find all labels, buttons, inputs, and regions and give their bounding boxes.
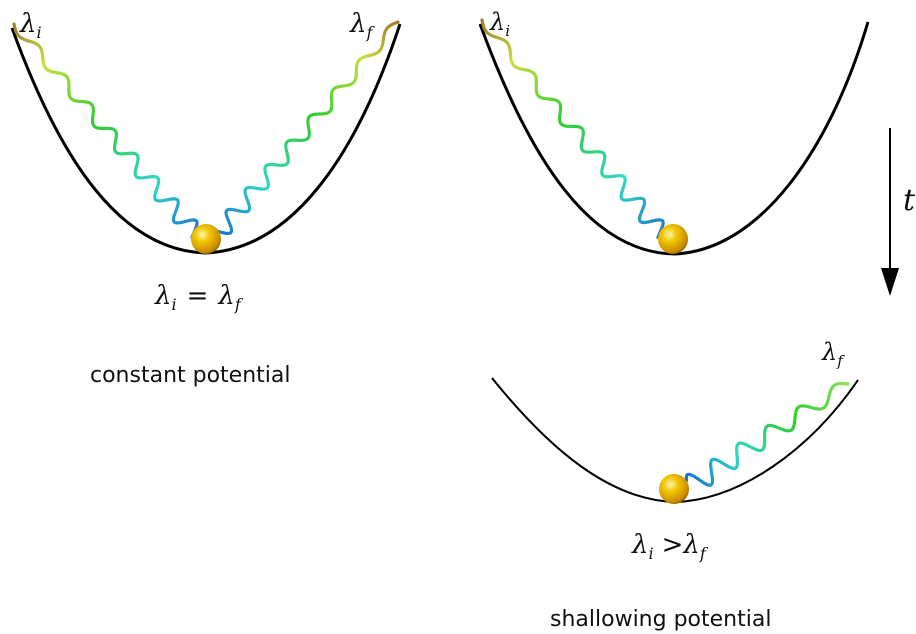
shallowing-final-panel: λf λi>λf shallowing potential	[491, 338, 859, 632]
shallowing-initial-panel: λi	[478, 8, 870, 256]
wave-left-outgoing	[212, 20, 400, 236]
constant-potential-panel: λi λf λi=λf constant potential	[10, 9, 402, 388]
lambda-i-label: λi	[489, 8, 510, 40]
sphere-icon	[658, 224, 688, 254]
potential-well-left	[10, 23, 402, 255]
lambda-f-label: λf	[349, 9, 375, 42]
time-arrow: t	[881, 128, 916, 296]
wave-right-top	[480, 18, 665, 240]
caption-constant: constant potential	[90, 363, 291, 388]
wave-left-incoming	[12, 22, 199, 240]
sphere-icon	[191, 224, 221, 254]
caption-shallowing: shallowing potential	[550, 607, 771, 632]
sphere-icon	[659, 474, 689, 504]
relation-equal: λi=λf	[154, 281, 244, 314]
relation-greater: λi>λf	[631, 530, 709, 563]
arrow-down-icon	[881, 268, 899, 296]
lambda-i-label: λi	[19, 9, 42, 42]
time-label: t	[903, 183, 916, 218]
wave-right-bottom	[684, 381, 850, 487]
potential-well-right-top	[478, 21, 870, 256]
lambda-f-label: λf	[821, 338, 845, 370]
